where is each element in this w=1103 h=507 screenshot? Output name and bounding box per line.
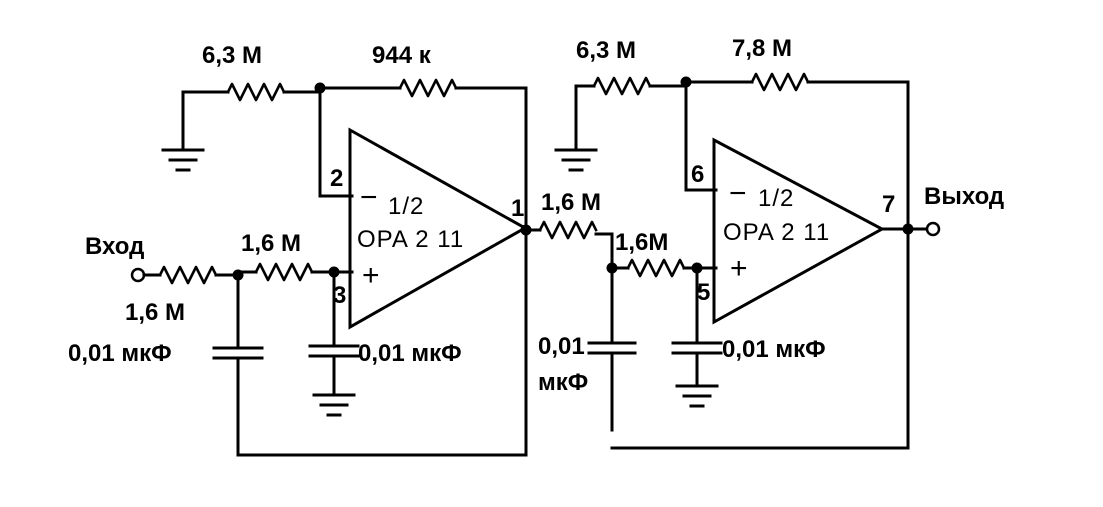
label-plus-1: + bbox=[362, 259, 380, 292]
label-opamp-2: OPA 2 11 bbox=[723, 219, 830, 246]
ground-symbol-1 bbox=[161, 148, 205, 172]
resistor-r2-feedback bbox=[318, 78, 528, 457]
label-r2-feedback: 944 к bbox=[372, 42, 432, 69]
output-node-2 bbox=[902, 223, 914, 235]
resistor-r5-link bbox=[524, 220, 614, 270]
ground-symbol-2 bbox=[312, 393, 356, 417]
label-c1: 0,01 мкФ bbox=[68, 340, 172, 367]
opamp-1-triangle bbox=[348, 127, 529, 330]
label-r5-link: 1,6 M bbox=[541, 189, 601, 216]
input-terminal bbox=[130, 267, 146, 283]
wire-inverting-input-2 bbox=[684, 80, 718, 192]
label-c2: 0,01 мкФ bbox=[358, 340, 462, 367]
resistor-r8-feedback bbox=[684, 72, 910, 450]
label-c4: 0,01 мкФ bbox=[722, 336, 826, 363]
resistor-r3-input bbox=[142, 265, 240, 285]
label-c3-line2: мкФ bbox=[538, 369, 588, 396]
label-r8-feedback: 7,8 M bbox=[732, 35, 792, 62]
label-pin-6: 6 bbox=[691, 161, 704, 188]
label-minus-2: − bbox=[729, 177, 747, 210]
opamp-2-triangle bbox=[712, 137, 886, 325]
label-output: Выход bbox=[924, 183, 1004, 210]
label-fraction-2: 1/2 bbox=[758, 185, 794, 212]
label-minus-1: − bbox=[360, 181, 378, 214]
label-pin-3: 3 bbox=[333, 282, 346, 309]
label-pin-2: 2 bbox=[330, 165, 343, 192]
label-r7-ground: 6,3 M bbox=[576, 37, 636, 64]
label-fraction-1: 1/2 bbox=[388, 193, 424, 220]
label-r6-series: 1,6M bbox=[615, 229, 668, 256]
label-plus-2: + bbox=[730, 252, 748, 285]
output-terminal bbox=[925, 221, 941, 237]
capacitor-c1 bbox=[212, 273, 528, 457]
ground-symbol-3 bbox=[554, 148, 598, 172]
label-r4-series: 1,6 M bbox=[241, 230, 301, 257]
label-r1-ground: 6,3 M bbox=[202, 42, 262, 69]
label-pin-1: 1 bbox=[511, 195, 524, 222]
resistor-r7-ground bbox=[574, 76, 688, 152]
capacitor-c2 bbox=[308, 270, 360, 397]
capacitor-c3 bbox=[587, 266, 910, 450]
wire-inverting-input-1 bbox=[318, 86, 354, 198]
label-pin-7: 7 bbox=[882, 191, 895, 218]
capacitor-c4 bbox=[671, 266, 723, 388]
resistor-r1-ground bbox=[181, 82, 322, 152]
label-pin-5: 5 bbox=[697, 279, 710, 306]
label-c3-line1: 0,01 bbox=[538, 333, 585, 360]
label-r3-input: 1,6 M bbox=[125, 299, 185, 326]
label-input: Вход bbox=[85, 233, 144, 260]
label-opamp-1: OPA 2 11 bbox=[357, 226, 464, 253]
ground-symbol-4 bbox=[675, 384, 719, 408]
